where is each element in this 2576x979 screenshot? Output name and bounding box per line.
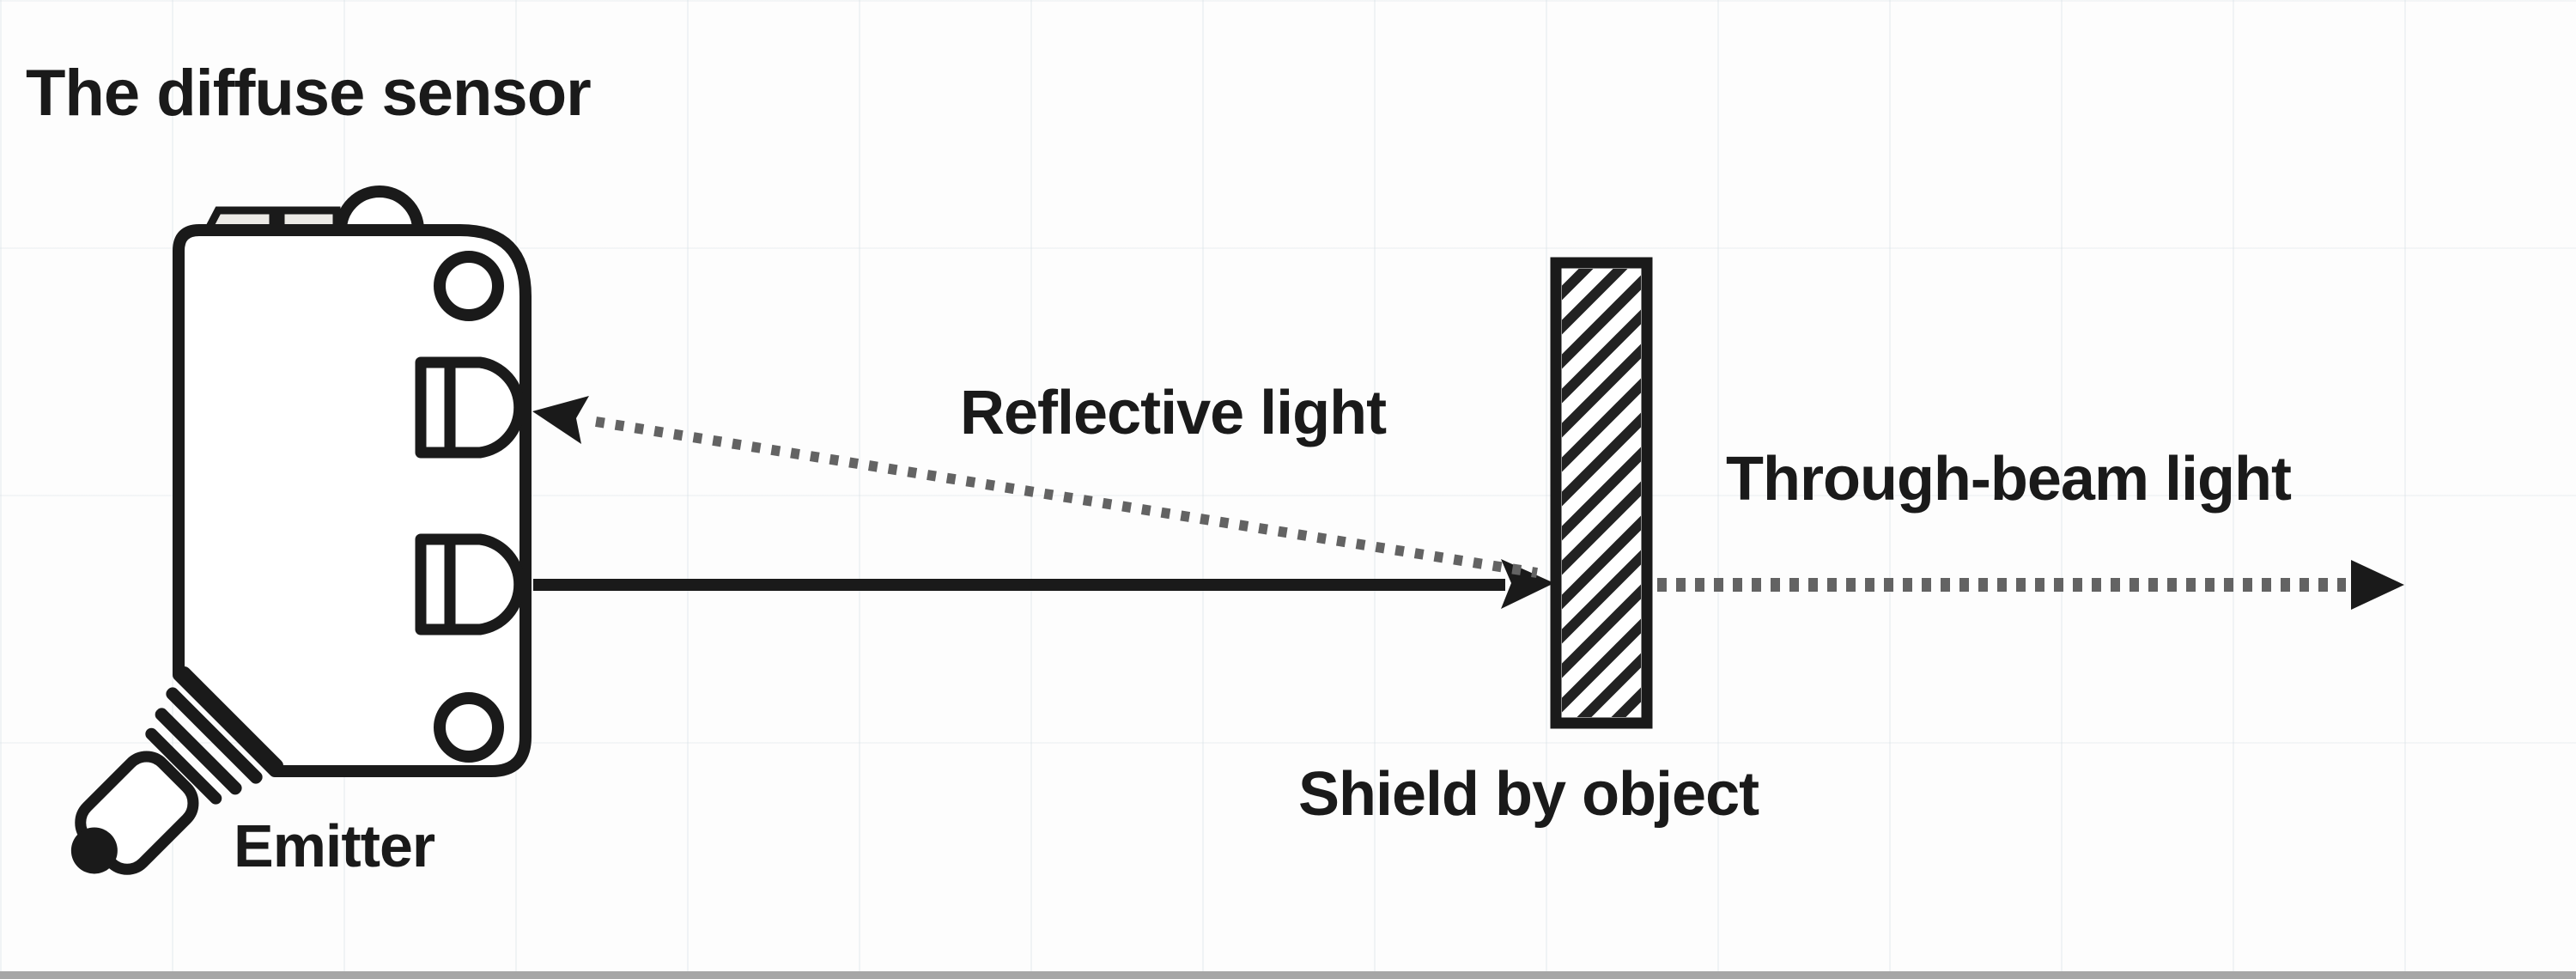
image-bottom-edge-line: [0, 971, 2576, 979]
reflective-beam-arrowhead: [532, 396, 589, 444]
sensor-top-bump: [335, 185, 424, 231]
cable-plug-tip: [70, 827, 118, 874]
through-beam-light-label: Through-beam light: [1726, 445, 2292, 514]
photoelectric-sensor-icon: [70, 185, 532, 875]
object-shield-hatch: [1562, 269, 1641, 717]
shield-by-object-label: Shield by object: [1298, 760, 1759, 829]
sensor-cable: [70, 666, 283, 875]
page-title: The diffuse sensor: [26, 57, 592, 130]
reflective-beam-line: [595, 417, 1538, 578]
reflective-beam: [532, 396, 1538, 578]
emitter-label: Emitter: [234, 812, 435, 879]
mounting-hole-bottom: [434, 692, 504, 763]
hatched-shield-icon: [1550, 257, 1653, 729]
cable-strain-relief: [145, 666, 283, 805]
through-beam: [1657, 560, 2404, 610]
through-beam-arrowhead: [2351, 560, 2404, 610]
mounting-hole-top: [434, 251, 504, 321]
emitter-lens: [415, 533, 526, 635]
emitted-beam: [533, 559, 1554, 609]
receiver-lens: [415, 356, 526, 459]
reflective-light-label: Reflective light: [960, 379, 1387, 447]
emitted-beam-arrowhead: [1501, 559, 1554, 609]
